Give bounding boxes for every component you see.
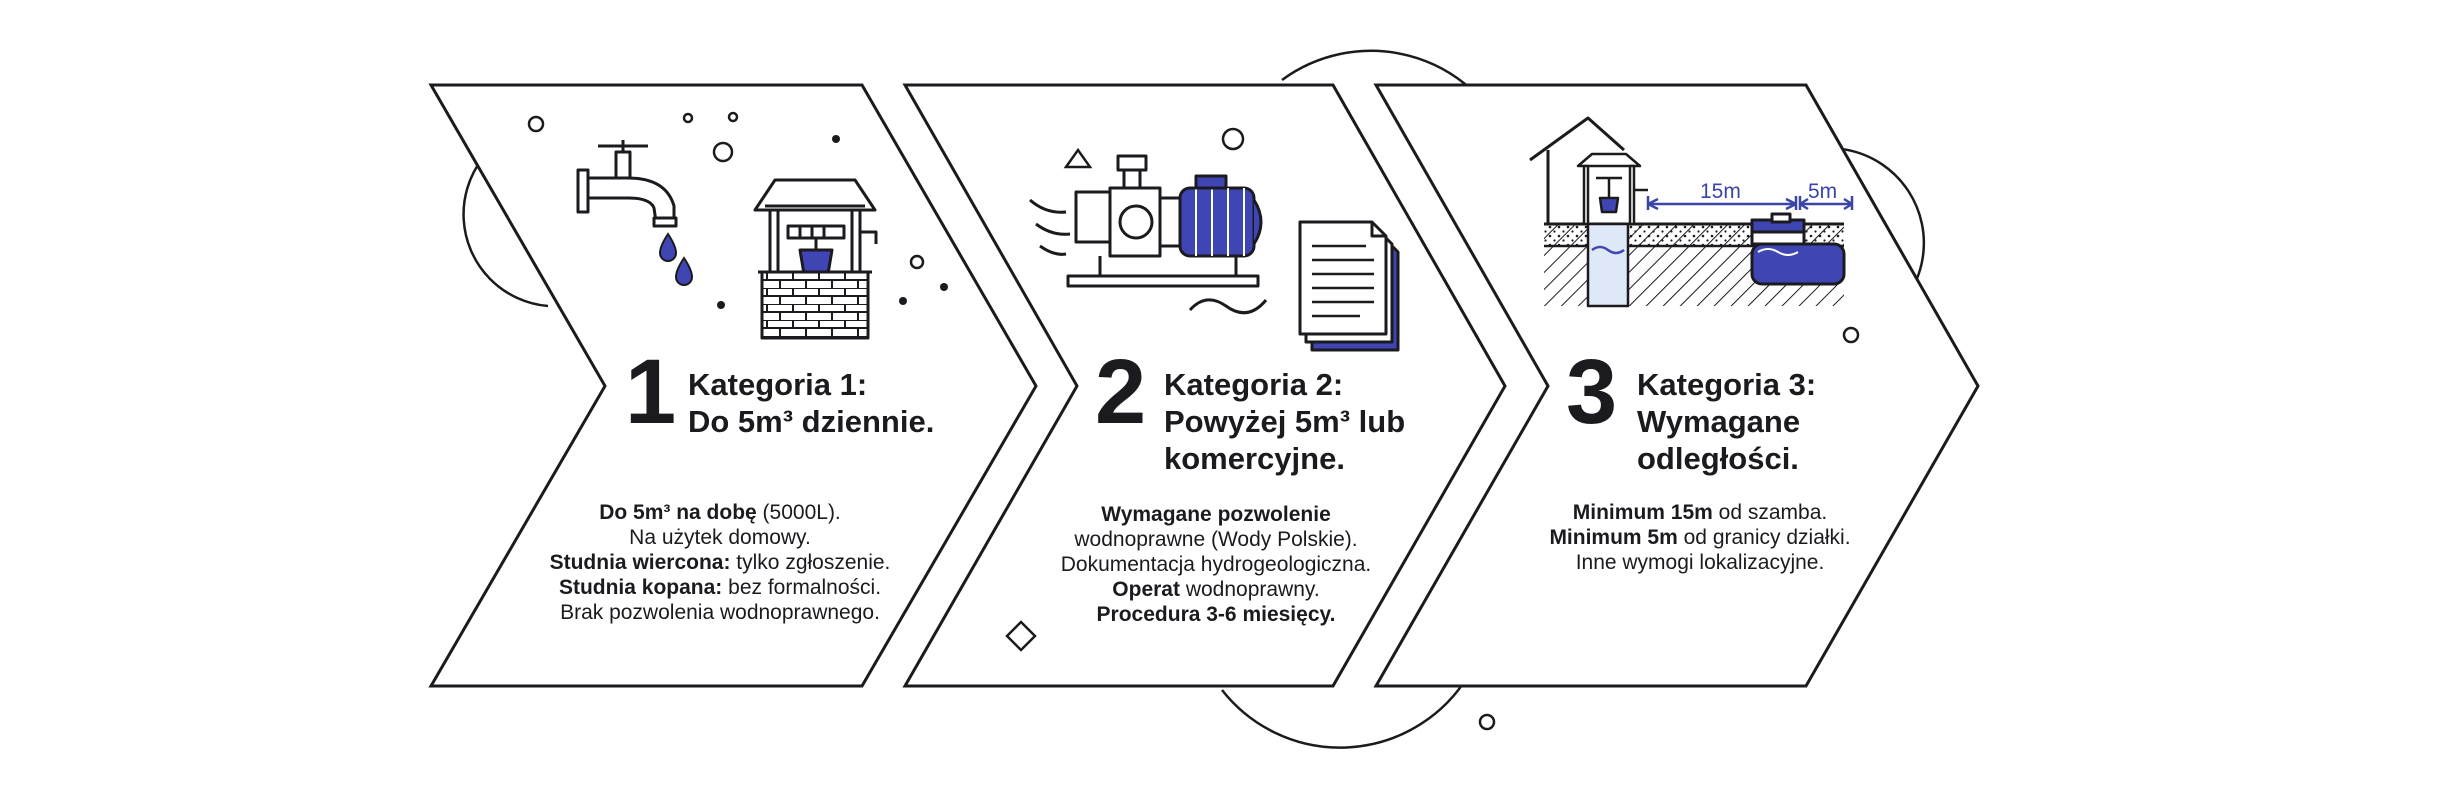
card-1-line: Studnia wiercona: tylko zgłoszenie. [549, 551, 891, 574]
card-2-description: Wymagane pozwolenie wodnoprawne (Wody Po… [1026, 502, 1406, 627]
card-1-line: Na użytek domowy. [629, 526, 811, 549]
card-2-title: Kategoria 2: Powyżej 5m³ lub komercyjne. [1164, 366, 1405, 477]
card-3-title-line: Wymagane [1637, 404, 1801, 439]
water-pump-icon [1029, 154, 1268, 315]
card-1-title-line: Do 5m³ dziennie. [688, 404, 935, 439]
dug-well-icon [753, 178, 878, 340]
card-1-description: Do 5m³ na dobę (5000L). Na użytek domowy… [540, 500, 900, 625]
card-3-line: Inne wymogi lokalizacyjne. [1575, 551, 1825, 574]
distance-dimension-lines [1646, 196, 1854, 211]
decorative-dots [717, 135, 948, 309]
card-3-line: Minimum 5m od granicy działki. [1549, 526, 1851, 549]
card-1-number: 1 [625, 341, 676, 443]
card-2-line: Wymagane pozwolenie [1101, 503, 1331, 526]
distance-label-well-septic: 15m [1700, 180, 1741, 203]
card-3-line: Minimum 15m od szamba. [1572, 501, 1828, 524]
card-2-title-line: Powyżej 5m³ lub [1164, 404, 1406, 439]
chevron-card-1 [428, 83, 1038, 688]
card-3-title: Kategoria 3: Wymagane odległości. [1637, 366, 1816, 477]
card-1-line: Do 5m³ na dobę (5000L). [599, 501, 841, 524]
card-1-line: Brak pozwolenia wodnoprawnego. [560, 601, 880, 624]
card-1-title-line: Kategoria 1: [688, 367, 868, 402]
card-2-number: 2 [1095, 341, 1146, 443]
septic-tank-icon [1750, 212, 1846, 286]
decorative-markers [527, 111, 1860, 731]
card-3-description: Minimum 15m od szamba. Minimum 5m od gra… [1530, 500, 1870, 575]
card-2-line: wodnoprawne (Wody Polskie). [1074, 528, 1358, 551]
water-tap-icon [576, 140, 678, 228]
card-1-title: Kategoria 1: Do 5m³ dziennie. [688, 366, 934, 440]
document-stack-icon [1298, 220, 1400, 352]
card-3-number: 3 [1566, 341, 1617, 443]
card-3-title-line: Kategoria 3: [1637, 367, 1817, 402]
card-2-line: Dokumentacja hydrogeologiczna. [1060, 553, 1372, 576]
card-2-title-line: Kategoria 2: [1164, 367, 1344, 402]
card-2-line: Operat wodnoprawny. [1112, 578, 1320, 601]
water-drop-icon [658, 232, 694, 286]
card-3-title-line: odległości. [1637, 441, 1799, 476]
card-1-line: Studnia kopana: bez formalności. [558, 576, 882, 599]
card-2-title-line: komercyjne. [1164, 441, 1345, 476]
card-2-line: Procedura 3-6 miesięcy. [1096, 603, 1336, 626]
distance-label-septic-border: 5m [1808, 180, 1837, 203]
